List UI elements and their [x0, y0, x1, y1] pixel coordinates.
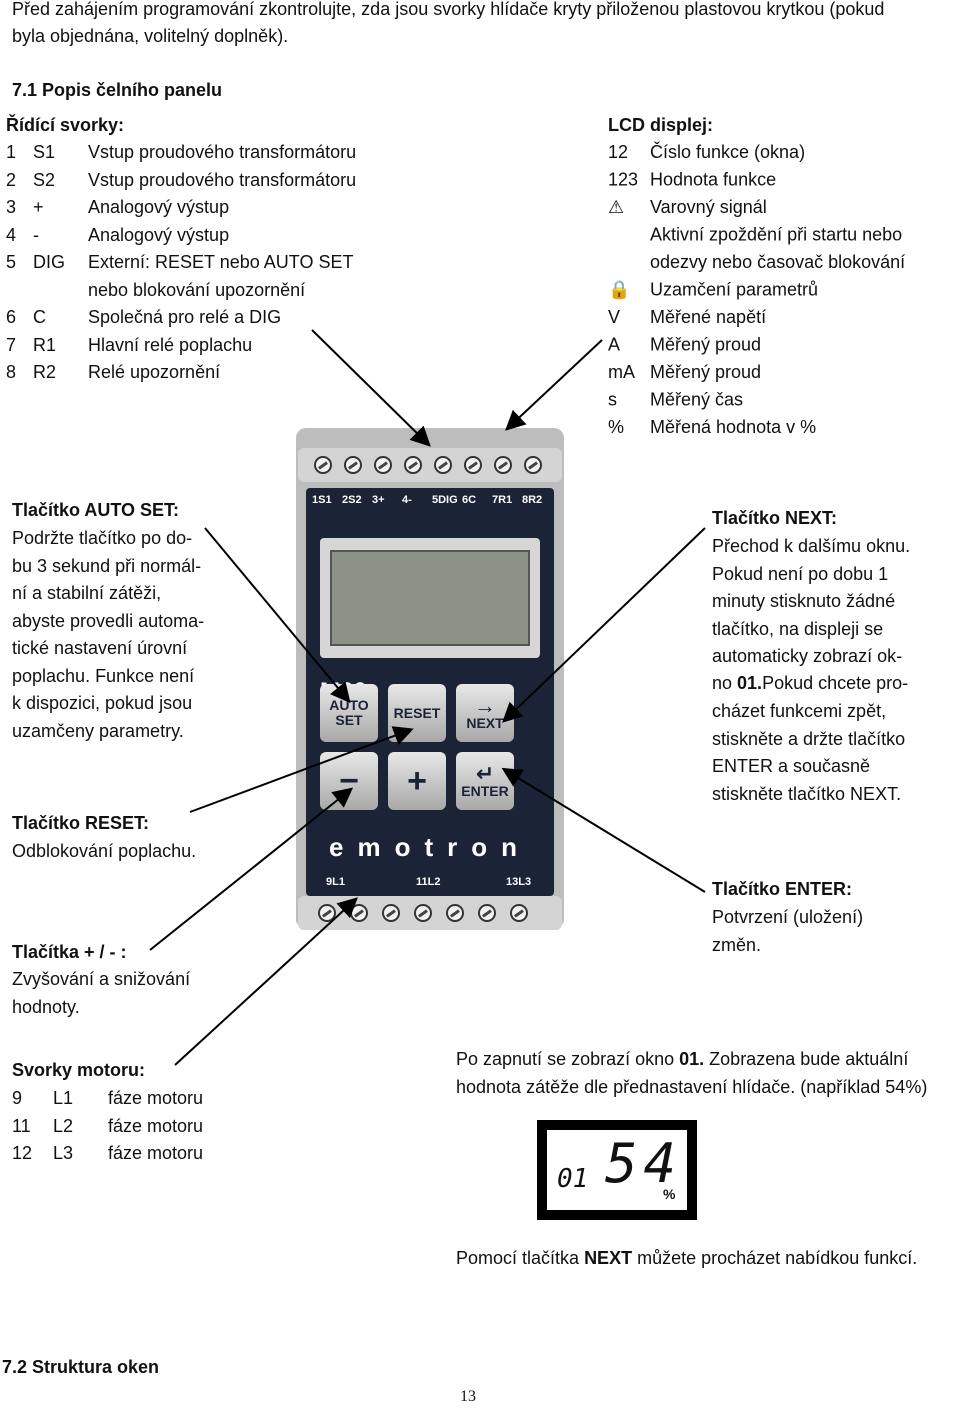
terminal-label: 3+	[372, 494, 385, 506]
terminal-screw	[478, 904, 496, 922]
terminal-label: 1S1	[312, 494, 332, 506]
terminal-label: 2S2	[342, 494, 362, 506]
terminal-screw	[314, 456, 332, 474]
autoset-desc-line: ní a stabilní zátěži,	[12, 583, 162, 603]
autoset-desc-line: tické nastavení úrovní	[12, 638, 188, 658]
terminal-label: 4-	[402, 494, 412, 506]
plusminus-desc-2: hodnoty.	[12, 997, 80, 1017]
next-title: Tlačítko NEXT:	[712, 508, 838, 528]
lcd-unit: %	[663, 1186, 676, 1202]
next-desc-line: stiskněte tlačítko NEXT.	[712, 783, 902, 804]
lcd-value: 54	[605, 1132, 683, 1195]
terminal-label: 13L3	[506, 876, 532, 888]
terminal-screw	[382, 904, 400, 922]
terminal-screw	[318, 904, 336, 922]
plusminus-title: Tlačítka + / - :	[12, 942, 127, 962]
intro-line-1: Před zahájením programování zkontrolujte…	[12, 0, 885, 19]
power-on-line-1: Po zapnutí se zobrazí okno 01. Zobrazena…	[456, 1049, 909, 1069]
control-terminals-title: Řídící svorky:	[6, 115, 125, 135]
enter-title: Tlačítko ENTER:	[712, 879, 853, 899]
section-title: 7.1 Popis čelního panelu	[12, 80, 223, 100]
plusminus-desc-1: Zvyšování a snižování	[12, 969, 191, 989]
terminal-label: 11L2	[416, 876, 441, 888]
terminal-screw	[414, 904, 432, 922]
autoset-desc-line: abyste provedli automa-	[12, 610, 205, 631]
terminal-label: 7R1	[492, 494, 513, 506]
terminal-screw	[434, 456, 452, 474]
next-hint: Pomocí tlačítka NEXT můžete procházet na…	[456, 1248, 918, 1268]
plus-button[interactable]: +	[388, 752, 446, 810]
next-desc-line: minuty stisknuto žádné	[712, 591, 896, 611]
next-desc-line: tlačítko, na displeji se	[712, 618, 884, 639]
lcd-example: 01 54 %	[537, 1120, 697, 1220]
terminal-screw	[446, 904, 464, 922]
terminal-screw	[464, 456, 482, 474]
terminal-screw	[404, 456, 422, 474]
autoset-desc-line: bu 3 sekund při normál-	[12, 555, 202, 576]
next-desc-line: cházet funkcemi zpět,	[712, 701, 887, 721]
terminal-screw	[524, 456, 542, 474]
next-desc-line: stiskněte a držte tlačítko	[712, 728, 906, 749]
terminal-label: 5DIG	[432, 494, 458, 506]
next-desc-line: ENTER a současně	[712, 756, 871, 776]
autoset-desc-line: uzamčeny parametry.	[12, 720, 184, 741]
power-on-line-2: hodnota zátěže dle přednastavení hlídače…	[456, 1077, 928, 1097]
lcd-window-number: 01	[557, 1164, 589, 1194]
terminal-screw	[510, 904, 528, 922]
lcd-screen	[320, 538, 540, 658]
brand-logo: emotron	[329, 832, 531, 862]
terminal-label: 6C	[462, 494, 477, 506]
autoset-desc-line: k dispozici, pokud jsou	[12, 693, 193, 713]
reset-title: Tlačítko RESET:	[12, 813, 150, 833]
terminal-label: 9L1	[326, 876, 345, 888]
autoset-desc-line: Podržte tlačítko po do-	[12, 528, 193, 548]
autoset-desc-line: poplachu. Funkce není	[12, 665, 195, 686]
enter-arrow-icon: ↵	[475, 760, 495, 786]
terminal-screw	[344, 456, 362, 474]
terminal-screw	[494, 456, 512, 474]
terminal-label: 8R2	[522, 494, 543, 506]
section2-title: 7.2 Struktura oken	[2, 1357, 160, 1377]
enter-desc-1: Potvrzení (uložení)	[712, 907, 864, 927]
top-terminal-rail	[298, 448, 562, 482]
next-desc-line: Pokud není po dobu 1	[712, 563, 889, 584]
motor-title: Svorky motoru:	[12, 1060, 146, 1080]
next-desc-line: Přechod k dalšímu oknu.	[712, 536, 911, 556]
reset-desc: Odblokování poplachu.	[12, 841, 197, 861]
next-line-6: no 01.Pokud chcete pro-	[712, 673, 909, 693]
arrow-right-icon: →	[474, 692, 496, 718]
next-desc-line: automaticky zobrazí ok-	[712, 646, 903, 666]
page-number: 13	[460, 1388, 476, 1405]
autoset-title: Tlačítko AUTO SET:	[12, 500, 180, 520]
enter-desc-2: změn.	[712, 935, 762, 955]
intro-line-2: byla objednána, volitelný doplněk).	[12, 26, 289, 46]
terminal-screw	[374, 456, 392, 474]
lcd-display-title: LCD displej:	[608, 115, 714, 135]
